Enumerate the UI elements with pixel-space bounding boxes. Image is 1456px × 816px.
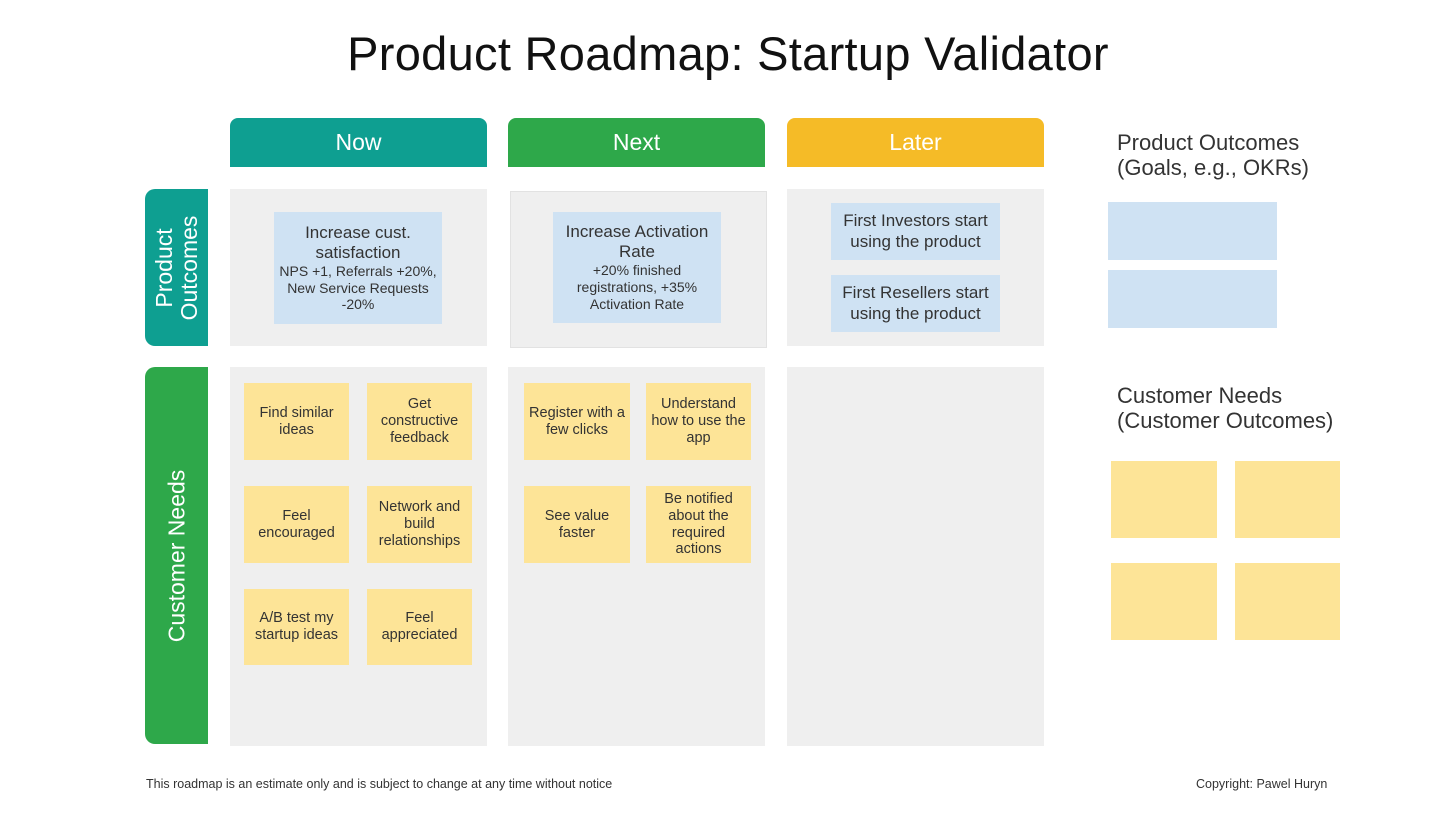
page-title: Product Roadmap: Startup Validator (347, 27, 1109, 80)
outcome-title: First Resellers start using the product (842, 283, 989, 323)
column-header-now: Now (230, 118, 487, 167)
footer-disclaimer: This roadmap is an estimate only and is … (146, 777, 613, 791)
need-sticky-note: Be notified about the required actions (646, 486, 751, 563)
outcome-sticky-note: Increase Activation Rate +20% finished r… (553, 212, 721, 323)
need-sticky-note: Find similar ideas (244, 383, 349, 460)
need-sticky-note: Understand how to use the app (646, 383, 751, 460)
legend-product-outcomes-title: Product Outcomes (Goals, e.g., OKRs) (1117, 130, 1309, 181)
legend-customer-needs-title: Customer Needs (Customer Outcomes) (1117, 383, 1334, 434)
need-sticky-note: See value faster (524, 486, 630, 563)
need-sticky-note: Get constructive feedback (367, 383, 472, 460)
legend-need-note (1235, 563, 1340, 640)
need-sticky-note: Network and build relationships (367, 486, 472, 563)
legend-outcome-note (1108, 202, 1277, 260)
column-header-next: Next (508, 118, 765, 167)
legend-need-note (1111, 461, 1217, 538)
outcome-detail: NPS +1, Referrals +20%, New Service Requ… (279, 262, 437, 313)
outcome-title: Increase cust. satisfaction (305, 222, 411, 262)
legend-need-note (1111, 563, 1217, 640)
need-sticky-note: Feel appreciated (367, 589, 472, 665)
outcome-sticky-note: First Resellers start using the product (831, 275, 1000, 332)
footer-copyright: Copyright: Pawel Huryn (1196, 777, 1328, 791)
need-sticky-note: A/B test my startup ideas (244, 589, 349, 665)
need-sticky-note: Register with a few clicks (524, 383, 630, 460)
legend-need-note (1235, 461, 1340, 538)
column-header-later: Later (787, 118, 1044, 167)
outcome-sticky-note: First Investors start using the product (831, 203, 1000, 260)
outcome-detail: +20% finished registrations, +35% Activa… (576, 262, 698, 312)
outcome-title: Increase Activation Rate (565, 222, 709, 262)
outcome-title: First Investors start using the product (843, 211, 988, 251)
row-header-customer-needs: Customer Needs (145, 367, 208, 744)
need-sticky-note: Feel encouraged (244, 486, 349, 563)
cell-needs-later (787, 367, 1044, 746)
outcome-sticky-note: Increase cust. satisfaction NPS +1, Refe… (274, 212, 442, 324)
row-header-label: Customer Needs (163, 469, 190, 642)
legend-outcome-note (1108, 270, 1277, 328)
